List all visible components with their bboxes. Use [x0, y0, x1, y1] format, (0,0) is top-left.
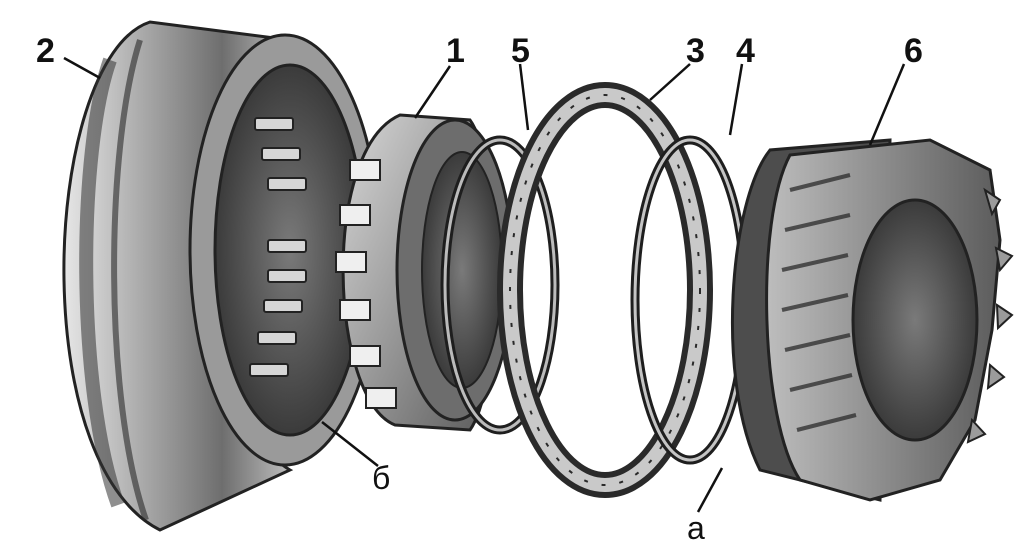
- callout-1: 1: [446, 32, 465, 70]
- callout-3: 3: [686, 32, 705, 70]
- leader-3: [649, 63, 691, 101]
- callout-a: а: [687, 510, 705, 546]
- spring-ring-part-5: [440, 135, 560, 435]
- leader-5: [518, 63, 530, 131]
- callout-b: б: [372, 460, 391, 496]
- leader-1: [413, 65, 452, 119]
- callout-4: 4: [736, 32, 755, 70]
- callout-6: 6: [904, 32, 923, 70]
- leader-2: [63, 56, 101, 80]
- leader-b: [321, 421, 379, 467]
- blocking-ring-part-3: [497, 82, 713, 498]
- gear-part-6: [730, 138, 1014, 502]
- hub-part-1: [335, 113, 515, 432]
- leader-a: [696, 467, 724, 513]
- callout-2: 2: [36, 32, 55, 70]
- callout-5: 5: [511, 32, 530, 70]
- leader-4: [728, 63, 744, 136]
- leader-lines: [63, 56, 906, 513]
- sleeve-part-2: [62, 20, 382, 532]
- leader-6: [868, 63, 906, 146]
